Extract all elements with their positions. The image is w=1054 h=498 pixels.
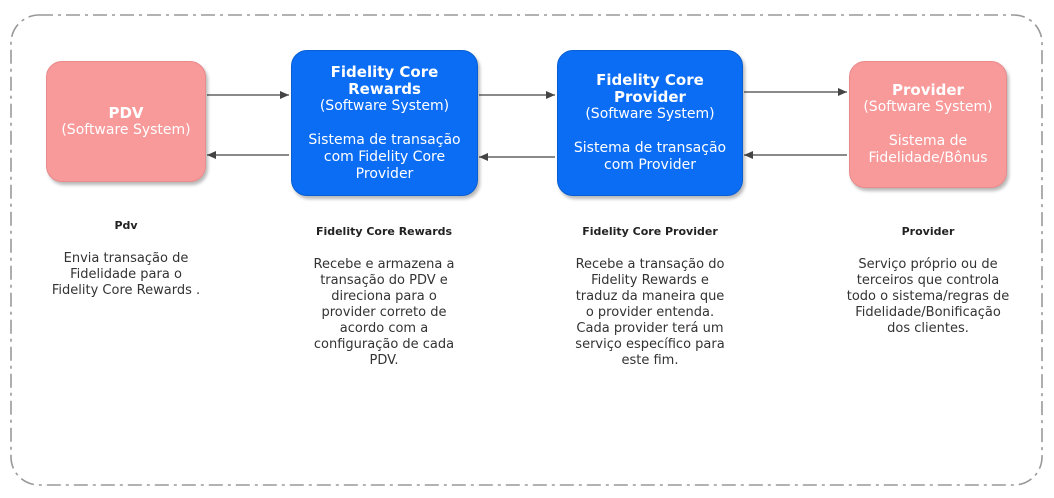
caption-line: provider correto de (321, 305, 447, 320)
pdv-caption-title: Pdv (114, 219, 138, 232)
rewards-box-title-line2: Rewards (348, 79, 421, 98)
provider-box-desc-line1: Sistema de (888, 133, 968, 149)
core-provider-caption-title: Fidelity Core Provider (582, 225, 718, 238)
pdv-box-title: PDV (108, 103, 144, 122)
caption-line: este fim. (621, 353, 679, 368)
pdv-caption-text: Envia transação de Fidelidade para o Fid… (36, 251, 216, 299)
caption-line: Envia transação de (63, 251, 189, 266)
rewards-box-desc-line2: com Fidelity Core (323, 148, 446, 165)
caption-line: terceiros que controla (856, 273, 1000, 288)
provider-box-desc-line2: Fidelidade/Bônus (868, 150, 988, 166)
caption-line: direciona para o (331, 289, 437, 304)
rewards-caption-title: Fidelity Core Rewards (315, 225, 453, 238)
caption-line: acordo com a (339, 321, 429, 336)
caption-line: transação do PDV e (320, 273, 448, 288)
caption-line: Fidelity Core Rewards . (51, 283, 201, 298)
caption-line: o provider entenda. (585, 305, 715, 320)
rewards-box-desc-line1: Sistema de transação (308, 131, 461, 148)
caption-line: serviço específico para (575, 337, 725, 352)
caption-line: Recebe a transação do (575, 257, 725, 272)
rewards-system-box[interactable]: Fidelity Core Rewards (Software System) … (291, 50, 478, 196)
rewards-caption: Fidelity Core Rewards Recebe e armazena … (289, 225, 479, 369)
core-provider-box-subtitle: (Software System) (585, 106, 715, 122)
caption-line: traduz da maneira que (575, 289, 725, 304)
core-provider-caption-text: Recebe a transação do Fidelity Rewards e… (553, 257, 747, 369)
caption-line: todo o sistema/regras de (846, 289, 1010, 304)
rewards-caption-text: Recebe e armazena a transação do PDV e d… (289, 257, 479, 369)
provider-caption-text: Serviço próprio ou de terceiros que cont… (824, 257, 1032, 337)
core-provider-box-title-line2: Provider (614, 88, 686, 106)
rewards-box-subtitle: (Software System) (319, 97, 450, 114)
provider-box-subtitle: (Software System) (863, 99, 993, 115)
rewards-box-title-line1: Fidelity Core (330, 62, 439, 81)
core-provider-box-title-line1: Fidelity Core (596, 71, 704, 89)
caption-line: Fidelity Rewards e (591, 273, 709, 288)
pdv-box-subtitle: (Software System) (61, 121, 191, 138)
core-provider-caption: Fidelity Core Provider Recebe a transaçã… (553, 225, 747, 369)
caption-line: Cada provider terá um (576, 321, 724, 336)
core-provider-box-desc-line2: com Provider (604, 157, 696, 173)
caption-line: Serviço próprio ou de (858, 257, 998, 272)
caption-line: configuração de cada (313, 337, 455, 352)
provider-caption-title: Provider (901, 225, 955, 238)
pdv-caption: Pdv Envia transação de Fidelidade para o… (36, 219, 216, 299)
provider-box-title: Provider (892, 81, 964, 99)
caption-line: Fidelidade/Bonificação (855, 305, 1001, 320)
caption-line: PDV. (369, 353, 399, 368)
caption-line: Recebe e armazena a (313, 257, 455, 272)
caption-line: Fidelidade para o (70, 267, 182, 282)
provider-system-box[interactable]: Provider (Software System) Sistema de Fi… (849, 61, 1007, 188)
system-boundary (10, 14, 1043, 486)
core-provider-system-box[interactable]: Fidelity Core Provider (Software System)… (557, 50, 743, 196)
provider-caption: Provider Serviço próprio ou de terceiros… (824, 225, 1032, 337)
rewards-box-desc-line3: Provider (355, 165, 414, 182)
caption-line: dos clientes. (887, 321, 969, 336)
pdv-system-box[interactable]: PDV (Software System) (46, 61, 206, 182)
core-provider-box-desc-line1: Sistema de transação (573, 140, 727, 156)
